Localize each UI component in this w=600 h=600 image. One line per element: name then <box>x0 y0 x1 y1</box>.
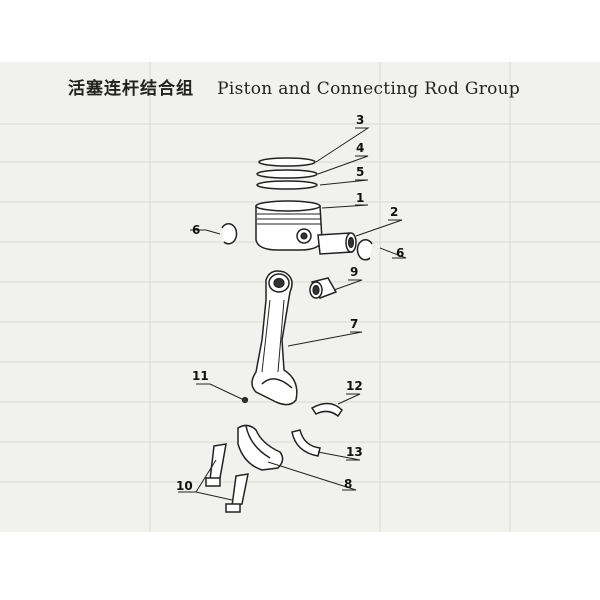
callout-4: 4 <box>356 141 364 155</box>
page-title: 活塞连杆结合组 Piston and Connecting Rod Group <box>68 74 521 99</box>
callout-6-left: 6 <box>192 223 200 237</box>
circlip-left <box>221 223 238 245</box>
bearing-shell-upper <box>310 402 343 418</box>
connecting-rod-cap <box>237 424 284 471</box>
callout-7: 7 <box>350 317 358 331</box>
callout-5: 5 <box>356 165 364 179</box>
piston-ring-5 <box>256 180 318 190</box>
callout-13: 13 <box>346 445 363 459</box>
rod-bolt-lower <box>225 473 249 513</box>
callout-9: 9 <box>350 265 358 279</box>
title-english: Piston and Connecting Rod Group <box>217 79 521 99</box>
circlip-right <box>356 239 373 261</box>
leader-lines <box>178 127 407 501</box>
scanned-page <box>0 62 600 532</box>
callout-10: 10 <box>176 479 193 493</box>
callout-12: 12 <box>346 379 363 393</box>
dowel-pin <box>241 396 249 404</box>
piston <box>255 200 323 251</box>
callout-6-right: 6 <box>396 246 404 260</box>
piston-ring-4 <box>256 169 318 179</box>
callout-2: 2 <box>390 205 398 219</box>
rod-bolt-upper <box>205 443 227 487</box>
piston-pin <box>317 232 357 255</box>
callout-1: 1 <box>356 191 364 205</box>
small-end-bush <box>309 277 338 299</box>
title-chinese: 活塞连杆结合组 <box>68 79 194 99</box>
bearing-shell-lower <box>291 429 321 457</box>
callout-11: 11 <box>192 369 209 383</box>
callout-3: 3 <box>356 113 364 127</box>
piston-ring-3 <box>258 157 316 167</box>
connecting-rod <box>251 270 298 406</box>
callout-8: 8 <box>344 477 352 491</box>
